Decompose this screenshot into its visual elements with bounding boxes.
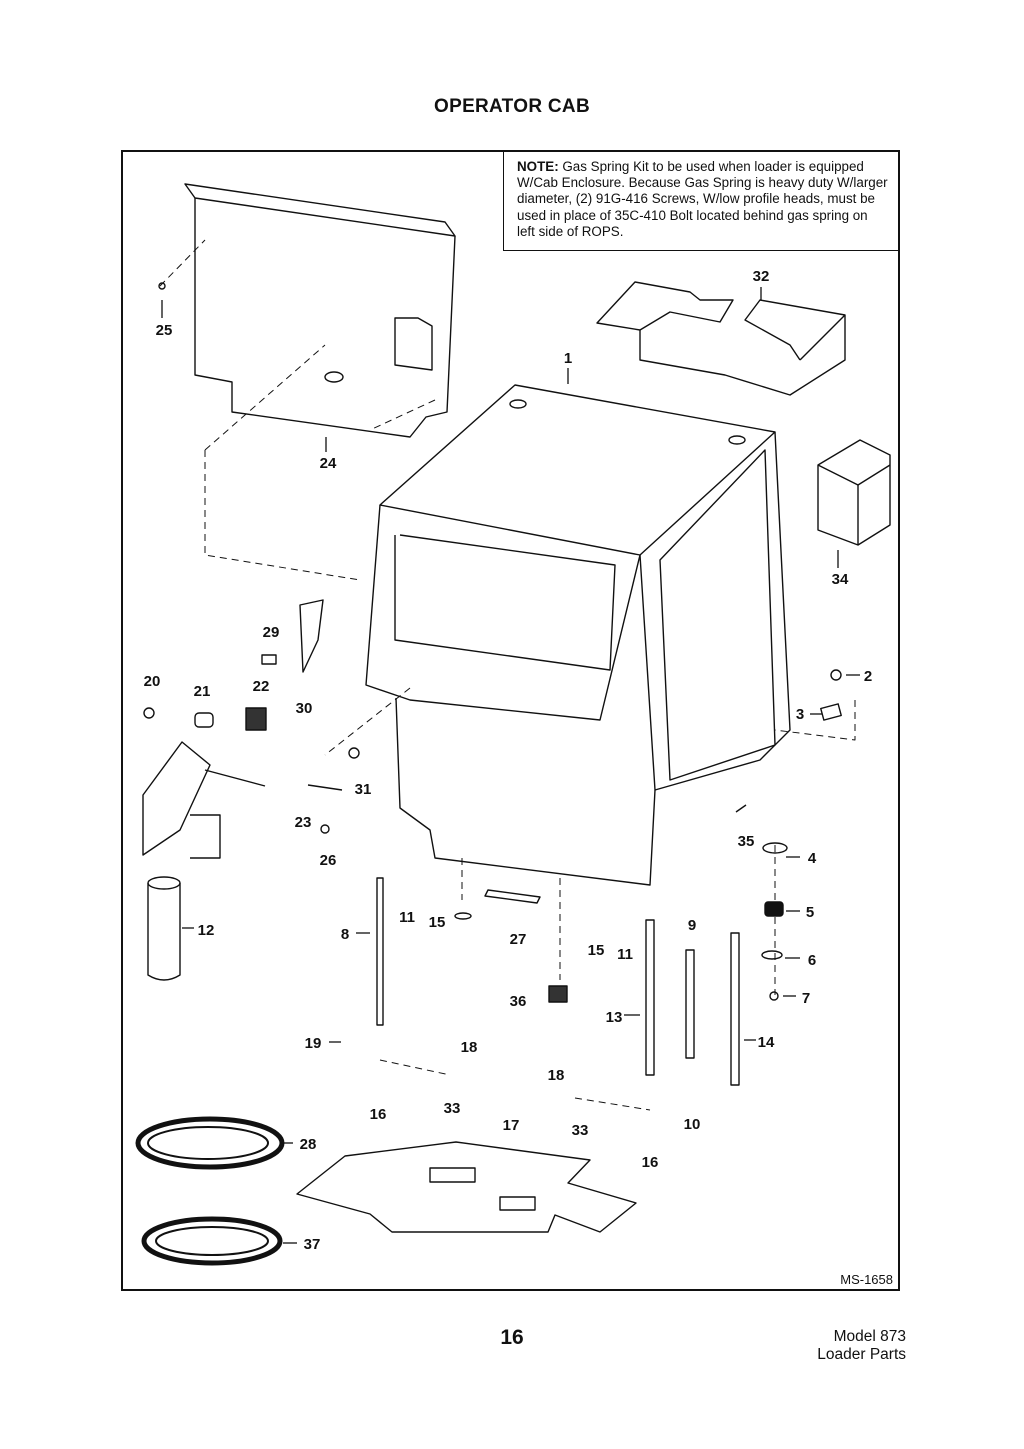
rear-panel-part-24 <box>184 183 456 438</box>
callout-10: 10 <box>684 1116 701 1133</box>
callout-34: 34 <box>832 571 849 588</box>
callout-11-b: 11 <box>617 946 633 963</box>
callout-12: 12 <box>198 922 215 939</box>
callout-30: 30 <box>296 700 313 717</box>
rod-part-14 <box>730 932 740 1086</box>
callout-22: 22 <box>253 678 270 695</box>
left-mount-bracket <box>142 741 266 859</box>
callout-6: 6 <box>808 952 816 969</box>
callout-15-b: 15 <box>588 942 605 959</box>
callout-26: 26 <box>320 852 337 869</box>
diagram-frame <box>121 150 900 1291</box>
floor-plate-part-17 <box>296 1141 637 1233</box>
callout-5: 5 <box>806 904 814 921</box>
callout-3: 3 <box>796 706 804 723</box>
callout-27: 27 <box>510 931 527 948</box>
seal-part-37 <box>141 1216 283 1266</box>
cab-part-1 <box>365 384 791 886</box>
gas-spring-rod-part-13 <box>645 919 655 1076</box>
figure-id: MS-1658 <box>840 1272 893 1287</box>
callout-29: 29 <box>263 624 280 641</box>
callout-31: 31 <box>355 781 372 798</box>
gas-spring-plate-part-30 <box>299 599 324 673</box>
callout-25: 25 <box>156 322 173 339</box>
callout-21: 21 <box>194 683 211 700</box>
callout-8: 8 <box>341 926 349 943</box>
callout-9: 9 <box>688 917 696 934</box>
callout-1: 1 <box>564 350 572 367</box>
callout-28: 28 <box>300 1136 317 1153</box>
loader-parts-line: Loader Parts <box>817 1346 906 1363</box>
callout-11-a: 11 <box>399 909 415 926</box>
callout-33-a: 33 <box>444 1100 461 1117</box>
rod-part-9 <box>685 949 695 1059</box>
callout-15-a: 15 <box>429 914 446 931</box>
callout-20: 20 <box>144 673 161 690</box>
callout-37: 37 <box>304 1236 321 1253</box>
callout-2: 2 <box>864 668 872 685</box>
callout-36: 36 <box>510 993 527 1010</box>
page-number: 16 <box>500 1326 524 1349</box>
note-box: NOTE: Gas Spring Kit to be used when loa… <box>503 152 898 251</box>
callout-14: 14 <box>758 1034 775 1051</box>
callout-13: 13 <box>606 1009 623 1026</box>
callout-16-b: 16 <box>642 1154 659 1171</box>
model-info: Model 873 Loader Parts <box>817 1328 906 1364</box>
callout-24: 24 <box>320 455 337 472</box>
canister-part-12 <box>147 876 181 981</box>
callout-4: 4 <box>808 850 817 867</box>
callout-17: 17 <box>503 1117 520 1134</box>
page-title: OPERATOR CAB <box>434 96 590 117</box>
note-text: Gas Spring Kit to be used when loader is… <box>517 159 888 239</box>
callout-32: 32 <box>753 268 770 285</box>
bracket-part-32 <box>596 281 846 396</box>
callout-23: 23 <box>295 814 312 831</box>
callout-18-a: 18 <box>461 1039 478 1056</box>
callout-7: 7 <box>802 990 810 1007</box>
callout-35: 35 <box>738 833 755 850</box>
gas-spring-box-part-34 <box>817 439 891 546</box>
model-line: Model 873 <box>833 1328 906 1345</box>
callout-16-a: 16 <box>370 1106 387 1123</box>
gas-spring-rod-part-8 <box>376 877 384 1026</box>
callout-18-b: 18 <box>548 1067 565 1084</box>
note-label: NOTE: <box>517 159 559 174</box>
callout-33-b: 33 <box>572 1122 589 1139</box>
callout-19: 19 <box>305 1035 322 1052</box>
